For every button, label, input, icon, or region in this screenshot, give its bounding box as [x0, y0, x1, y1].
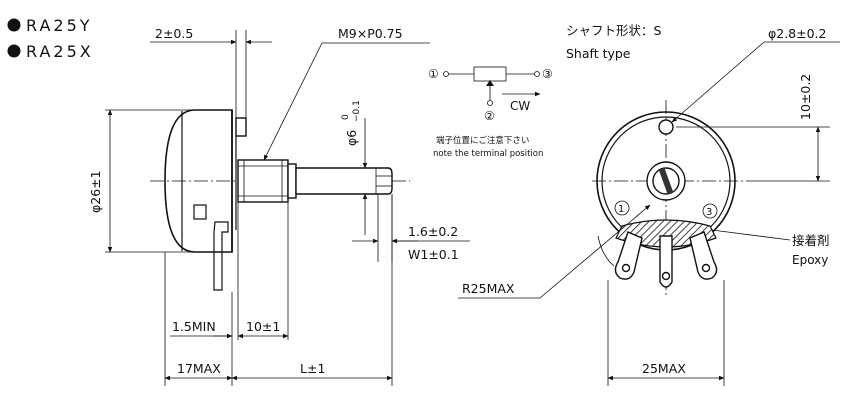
dim-radius: R25MAX: [462, 281, 515, 296]
dim-2: 2±0.5: [155, 26, 193, 41]
front-terminal-3-mark: 3: [706, 207, 712, 218]
resistor-symbol: [473, 66, 507, 82]
threaded-bushing: [237, 159, 289, 203]
dim-width-25: 25MAX: [642, 361, 686, 376]
model-list: RA25Y RA25X: [7, 16, 94, 61]
dim-dia-6: φ6: [344, 130, 359, 146]
dim-1-5-min: 1.5MIN: [172, 319, 216, 334]
model-label-ra25x: RA25X: [26, 42, 94, 61]
shaft-shape-label: シャフト形状：S: [566, 23, 662, 38]
dim-dia-6-lower-tol: −0.1: [352, 100, 362, 122]
terminal-3-label: ③: [542, 67, 553, 81]
front-terminals: [614, 231, 718, 288]
locating-hole: [658, 119, 674, 135]
adhesive-label-jp: 接着剤: [792, 233, 830, 248]
shaft-type-label: Shaft type: [566, 46, 631, 61]
anti-rotation-lug: [235, 117, 247, 137]
dim-dia-6-upper-tol: 0: [341, 114, 351, 120]
front-view: シャフト形状：S Shaft type 1 3: [458, 23, 840, 386]
model-label-ra25y: RA25Y: [26, 16, 93, 35]
dim-10: 10±1: [246, 319, 280, 334]
cw-label: CW: [510, 99, 530, 113]
front-terminal-1-mark: 1: [618, 204, 624, 215]
dim-slot-depth: 1.6±0.2: [408, 224, 458, 239]
dim-hole-dia: φ2.8±0.2: [768, 26, 826, 41]
terminal-1-label: ①: [428, 67, 439, 81]
dim-dia-26: φ26±1: [88, 170, 103, 213]
terminal-note-en: note the terminal position: [433, 149, 543, 159]
bullet-icon: [7, 18, 21, 32]
terminal-2-label: ②: [484, 109, 495, 123]
dim-17-max: 17MAX: [177, 361, 221, 376]
shaft-slot: [658, 167, 674, 195]
terminal-schematic: ① ③ ② CW 端子位置にご注意下さい note the terminal p…: [428, 66, 553, 159]
dim-thread: M9×P0.75: [338, 26, 403, 41]
terminal-note-jp: 端子位置にご注意下さい: [436, 135, 529, 146]
adhesive-label-en: Epoxy: [792, 253, 828, 267]
bullet-icon: [7, 44, 21, 58]
dim-hole-position: 10±0.2: [798, 74, 813, 120]
shaft: [295, 167, 393, 195]
dim-slot-width: W1±0.1: [408, 247, 459, 262]
dim-shaft-length: L±1: [300, 361, 325, 376]
side-view: 2±0.5 M9×P0.75 φ26±1 φ6 0 −0.1 1.6±0.2 W…: [88, 26, 470, 386]
